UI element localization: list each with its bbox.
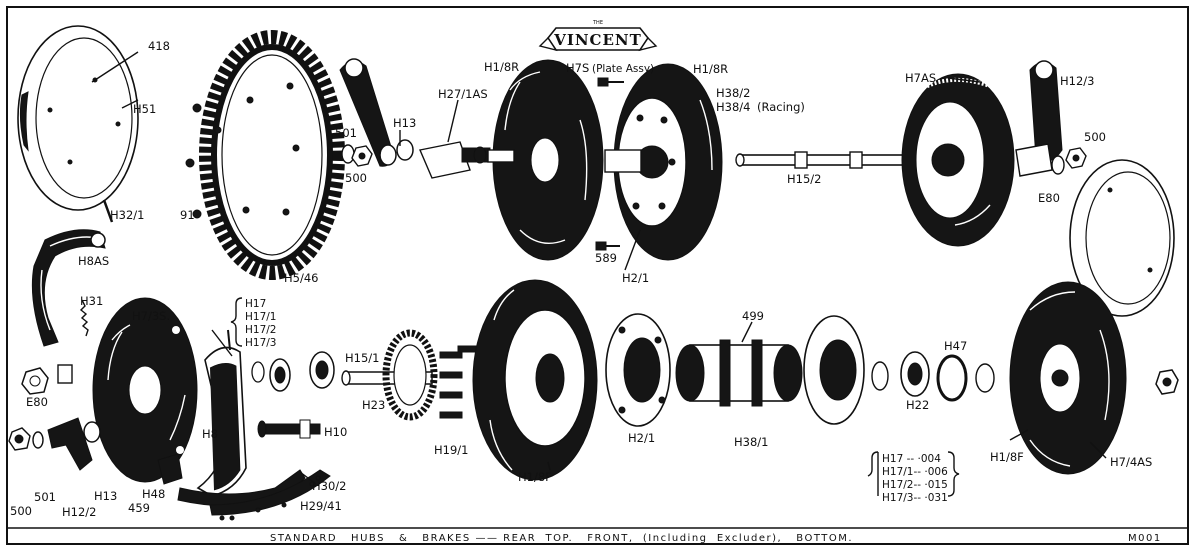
label-h15-2: H15/2 — [787, 172, 821, 186]
front-hub-drum-mid — [472, 279, 598, 481]
rear-axle-h15-2 — [735, 151, 911, 169]
ring-h47 — [936, 354, 968, 402]
speedo-gear-h23 — [382, 329, 438, 421]
label-h7-4as: H7/4AS — [1110, 455, 1152, 469]
label-h38-4: H38/4 — [716, 100, 750, 114]
label-h1-8f-mid: H1/8F — [518, 470, 552, 484]
label-h2-1-bottom: H2/1 — [628, 431, 655, 445]
bolts-h19-1 — [439, 345, 477, 419]
label-500-right: 500 — [1084, 130, 1106, 144]
shim-top-item: H17/2 — [245, 324, 276, 336]
label-h8as: H8AS — [78, 254, 109, 268]
rear-hub-drum-left — [492, 59, 604, 261]
caption-code: M001 — [1128, 533, 1162, 544]
label-h27-1as: H27/1AS — [438, 87, 488, 101]
label-h7-3s: H7/3S. — [132, 309, 170, 323]
label-h12-3: H12/3 — [1060, 74, 1094, 88]
label-h5-46: H5/46 — [284, 271, 318, 285]
logo-text: VINCENT — [553, 31, 642, 49]
part-labels: 418 H51 H32/1 H8AS H31 H7/3S. E80 500 50… — [10, 39, 1152, 519]
label-h38-2: H38/2 — [716, 86, 750, 100]
nut-e80-left — [21, 367, 49, 395]
shim-top-item: H17/3 — [245, 337, 276, 349]
brake-plate-h7as — [901, 73, 1015, 247]
shim-bottom-item: H17 -- ·004 — [882, 453, 941, 465]
label-h47: H47 — [944, 339, 967, 353]
sheet-border — [6, 6, 1189, 545]
hub-barrel-h38-1 — [675, 339, 803, 407]
label-418: 418 — [148, 39, 170, 53]
label-h12-2: H12/2 — [62, 505, 96, 519]
label-h23: H23 — [362, 398, 385, 412]
brake-lever-h12-2 — [47, 417, 93, 471]
brake-shoe-h8as — [31, 229, 106, 347]
cover-ring-right — [1069, 159, 1175, 317]
brake-plate-h7-3s — [57, 297, 198, 483]
caption-text: STANDARD HUBS & BRAKES —— REAR TOP. FRON… — [270, 533, 853, 544]
label-plate-assy: (Plate Assy) — [592, 63, 654, 75]
label-589: 589 — [595, 251, 617, 265]
label-h13-top: H13 — [393, 116, 416, 130]
vincent-logo-banner: THE VINCENT — [538, 20, 658, 52]
label-h38-1: H38/1 — [734, 435, 768, 449]
label-h19-1: H19/1 — [434, 443, 468, 457]
label-h1-8r-right: H1/8R — [693, 62, 728, 76]
label-h8: H8 — [202, 427, 218, 441]
label-h51: H51 — [133, 102, 156, 116]
label-h30-2: H30/2 — [312, 479, 346, 493]
label-h7as: H7AS — [905, 71, 936, 85]
label-91: 91 — [180, 208, 195, 222]
cam-spindle-h10 — [257, 419, 321, 439]
shim-top-item: H17/1 — [245, 311, 276, 323]
bearing-plate-h2-1 — [605, 313, 671, 427]
label-h1-8f-right: H1/8F — [990, 450, 1024, 464]
label-500-left: 500 — [10, 504, 32, 518]
label-h7s: H7S — [566, 61, 589, 75]
brake-arm-h12-3 — [1015, 60, 1063, 177]
brake-lining-h29-41 — [209, 469, 331, 516]
label-h13-bottom: H13 — [94, 489, 117, 503]
label-e80-right: E80 — [1038, 191, 1060, 205]
label-h10: H10 — [324, 425, 347, 439]
label-501-left: 501 — [34, 490, 56, 504]
label-501-top: 501 — [335, 126, 357, 140]
shim-list-bottom: H17 -- ·004 H17/1-- ·006 H17/2-- ·015 H1… — [882, 453, 948, 504]
shim-list-top: H17 H17/1 H17/2 H17/3 — [245, 298, 276, 349]
label-h22: H22 — [906, 398, 929, 412]
brake-arm-left-top — [339, 58, 414, 167]
label-h48: H48 — [142, 487, 165, 501]
label-459: 459 — [128, 501, 150, 515]
shim-top-item: H17 — [245, 298, 266, 310]
shim-bottom-item: H17/1-- ·006 — [882, 466, 948, 478]
rear-hub-drum-right — [613, 63, 723, 261]
label-500-top: 500 — [345, 171, 367, 185]
label-h32-1: H32/1 — [110, 208, 144, 222]
front-hub-drum-right — [1009, 281, 1127, 475]
label-h15-1: H15/1 — [345, 351, 379, 365]
shim-bottom-item: H17/3-- ·031 — [882, 492, 948, 504]
spindle-h27-1as — [419, 141, 491, 179]
shim-bottom-item: H17/2-- ·015 — [882, 479, 948, 491]
brake-cover-ring — [17, 25, 139, 211]
label-h2-1-top: H2/1 — [622, 271, 649, 285]
label-h29-41: H29/41 — [300, 499, 342, 513]
logo-small-text: THE — [592, 20, 603, 26]
label-h31: H31 — [80, 294, 103, 308]
label-e80-left: E80 — [26, 395, 48, 409]
label-h1-8r-left: H1/8R — [484, 60, 519, 74]
label-racing: (Racing) — [757, 100, 805, 114]
rear-sprocket-h5-46 — [199, 30, 345, 280]
label-499: 499 — [742, 309, 764, 323]
